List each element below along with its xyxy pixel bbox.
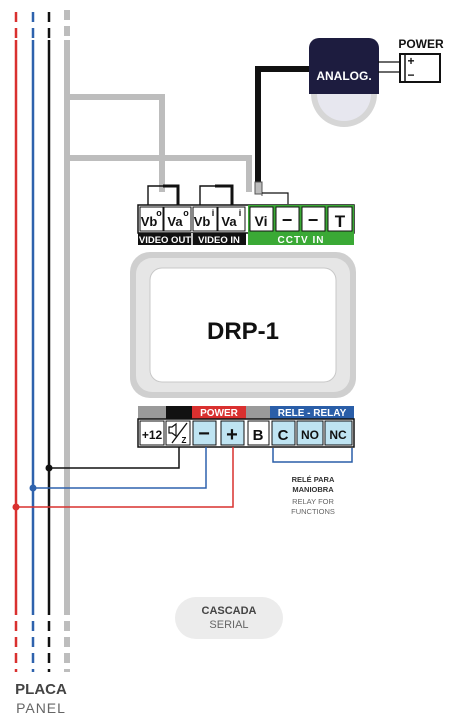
video-out-label: VIDEO OUT [139,235,191,246]
svg-text:NO: NO [301,428,319,442]
top-terminal: − [301,206,326,232]
svg-text:i: i [239,208,242,218]
relay-bracket [272,448,353,463]
power-supply-label: POWER [398,37,444,51]
svg-text:C: C [278,427,289,444]
bottom-terminal: NC [324,420,353,446]
svg-text:NC: NC [329,428,347,442]
top-terminal: Va i [217,206,246,232]
panel-label: PLACA PANEL [15,681,67,716]
svg-text:Vb: Vb [194,214,211,229]
terminal-loops [147,184,234,205]
power-supply-minus: − [407,68,414,82]
svg-text:FUNCTIONS: FUNCTIONS [291,507,335,516]
bus-wires [14,10,70,672]
svg-text:−: − [308,210,319,230]
serial-line1: CASCADA [202,605,257,617]
cctv-in-label: CCTV IN [278,235,325,246]
serial-line2: SERIAL [209,619,248,631]
svg-text:o: o [183,208,189,218]
serial-cascade: CASCADA SERIAL [175,597,283,639]
bottom-terminal: + [220,420,245,446]
svg-text:Vb: Vb [141,214,158,229]
svg-text:RELÉ PARA: RELÉ PARA [292,475,335,484]
panel-line2: PANEL [16,700,66,716]
svg-text:Va: Va [167,214,183,229]
bottom-terminal-block: POWER RELE - RELAY +12 Z − + B C [137,406,355,448]
svg-text:Va: Va [221,214,237,229]
power-supply-plus: + [407,54,414,68]
power-header: POWER [200,408,239,419]
top-terminal: − [275,206,300,232]
door-lock-icon [168,422,177,438]
svg-text:Z: Z [182,436,187,445]
svg-text:T: T [335,212,346,231]
panel-line1: PLACA [15,681,67,698]
connection-wires [12,447,234,511]
svg-text:+12: +12 [142,428,163,442]
svg-text:MANIOBRA: MANIOBRA [292,485,334,494]
svg-text:B: B [253,427,264,444]
analog-camera: ANALOG. [309,38,379,127]
top-terminal-block: Vb o Va o Vb i Va i Vi − − [137,204,355,246]
bottom-terminal: NO [296,420,324,446]
svg-text:+: + [226,424,238,446]
top-terminal: Va o [163,206,192,232]
top-terminal: Vb i [192,206,218,232]
camera-cable [254,66,311,204]
svg-text:i: i [212,208,215,218]
video-cables [67,94,252,192]
power-supply: POWER + − [378,37,444,83]
device-model: DRP-1 [207,318,279,345]
svg-text:RELAY FOR: RELAY FOR [292,497,334,506]
bottom-terminal: +12 [139,420,165,446]
video-in-label: VIDEO IN [198,235,240,246]
svg-text:Vi: Vi [255,213,268,229]
bottom-terminal: C [271,420,296,446]
top-terminal: T [327,206,353,232]
bottom-terminal: − [192,420,217,446]
bottom-terminal: Z [165,420,191,446]
svg-text:o: o [156,208,162,218]
top-terminal: Vi [249,206,274,232]
relay-header: RELE - RELAY [278,408,347,419]
camera-label: ANALOG. [316,69,371,83]
device-body: DRP-1 [130,252,356,398]
top-terminal: Vb o [139,206,164,232]
relay-note: RELÉ PARA MANIOBRA RELAY FOR FUNCTIONS [291,475,335,516]
svg-text:−: − [282,210,293,230]
bottom-terminal: B [247,420,270,446]
svg-text:−: − [198,423,210,445]
